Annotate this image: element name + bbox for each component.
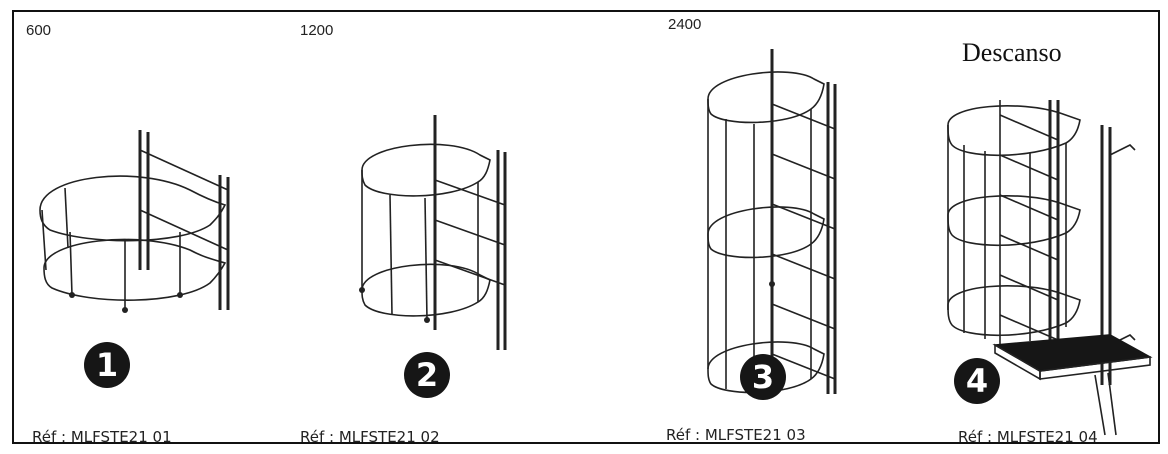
ref-label-3: Réf : MLFSTE21 03 bbox=[666, 426, 806, 444]
size-label-2400: 2400 bbox=[668, 16, 702, 33]
descanso-title: Descanso bbox=[962, 38, 1062, 67]
cage-1200-icon bbox=[359, 115, 507, 350]
ref-label-1: Réf : MLFSTE21 01 bbox=[32, 428, 172, 446]
badge-2: 2 bbox=[404, 352, 450, 398]
cage-600-icon bbox=[39, 130, 230, 313]
ref-label-4: Réf : MLFSTE21 04 bbox=[958, 428, 1098, 446]
cage-2400-icon bbox=[707, 49, 837, 394]
cage-rest-platform-icon bbox=[947, 100, 1153, 436]
ref-label-2: Réf : MLFSTE21 02 bbox=[300, 428, 440, 446]
size-label-1200: 1200 bbox=[300, 22, 334, 39]
size-label-600: 600 bbox=[26, 22, 52, 39]
badge-3: 3 bbox=[740, 354, 786, 400]
badge-1: 1 bbox=[84, 342, 130, 388]
badge-4: 4 bbox=[954, 358, 1000, 404]
